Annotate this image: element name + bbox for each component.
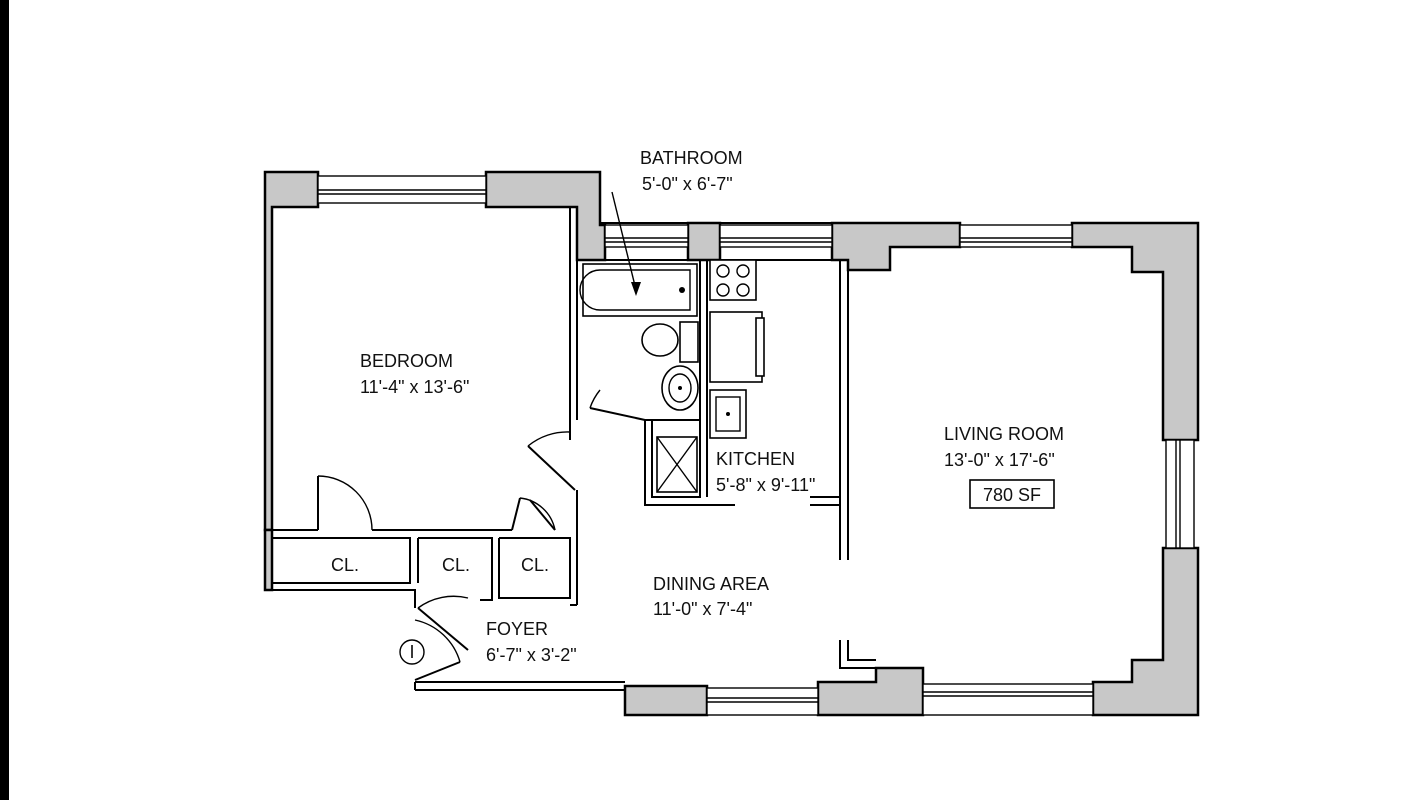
living-room-area: 780 SF bbox=[983, 485, 1041, 505]
bedroom-name: BEDROOM bbox=[360, 351, 453, 371]
doors bbox=[317, 389, 646, 681]
closet-label-3: CL. bbox=[521, 555, 549, 575]
kitchen-name: KITCHEN bbox=[716, 449, 795, 469]
windows bbox=[317, 175, 1195, 716]
kitchen-size: 5'-8" x 9'-11" bbox=[716, 475, 815, 495]
dining-area-size: 11'-0" x 7'-4" bbox=[653, 599, 752, 619]
bathroom-size: 5'-0" x 6'-7" bbox=[642, 174, 733, 194]
closet-label-2: CL. bbox=[442, 555, 470, 575]
entry-marker-circle bbox=[399, 639, 425, 665]
entry-marker: I bbox=[409, 642, 414, 662]
living-room-name: LIVING ROOM bbox=[944, 424, 1064, 444]
dining-area-name: DINING AREA bbox=[653, 574, 769, 594]
page-frame-edge bbox=[0, 0, 9, 800]
living-room-size: 13'-0" x 17'-6" bbox=[944, 450, 1055, 470]
exterior-walls bbox=[263, 170, 1200, 717]
bathtub bbox=[582, 263, 698, 317]
bathroom-leader bbox=[611, 191, 637, 291]
area-badge bbox=[969, 479, 1055, 509]
closet-label-1: CL. bbox=[331, 555, 359, 575]
kitchen-fixtures bbox=[709, 259, 765, 439]
bedroom-size: 11'-4" x 13'-6" bbox=[360, 377, 469, 397]
bathroom-leader-arrow bbox=[631, 282, 641, 296]
foyer-name: FOYER bbox=[486, 619, 548, 639]
foyer-size: 6'-7" x 3'-2" bbox=[486, 645, 577, 665]
room-labels: BATHROOM 5'-0" x 6'-7" BEDROOM 11'-4" x … bbox=[331, 148, 1064, 665]
bathroom-fixtures bbox=[579, 263, 699, 493]
bathroom-name: BATHROOM bbox=[640, 148, 743, 168]
wall-lines bbox=[264, 207, 876, 691]
